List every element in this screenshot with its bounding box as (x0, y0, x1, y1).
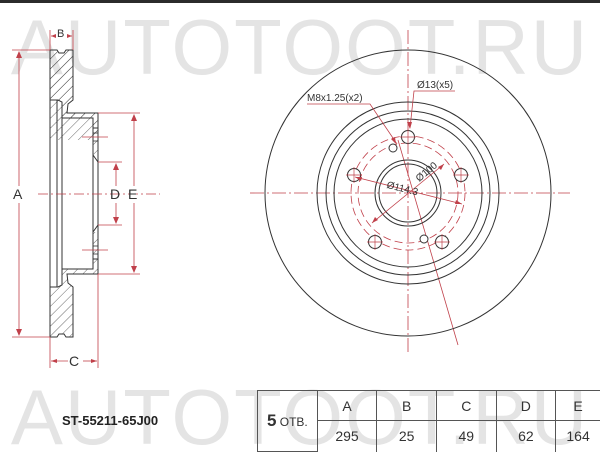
header-b: B (376, 389, 437, 422)
bolt-holes (346, 129, 469, 250)
label-b: B (57, 28, 65, 40)
holes-count: 5 (266, 411, 277, 430)
dimension-c (49, 274, 99, 368)
header-e: E (555, 389, 600, 422)
side-profile-view (12, 30, 160, 368)
label-e: E (128, 186, 138, 202)
dimension-e (98, 112, 140, 275)
label-c: C (69, 353, 80, 369)
header-c: C (435, 389, 497, 422)
dimension-b (49, 30, 74, 50)
value-e: 164 (555, 420, 600, 452)
front-view (250, 30, 570, 355)
header-a: A (316, 389, 378, 422)
thread-holes (388, 143, 429, 244)
header-d: D (495, 389, 557, 422)
bolt-hole-label: Ø13(x5) (417, 80, 454, 91)
holes-suffix: ОТВ. (279, 415, 308, 429)
value-a: 295 (316, 420, 378, 452)
dimension-a (12, 49, 50, 338)
spec-table: 5 ОТВ. A B C D E 295 25 49 62 164 (257, 389, 600, 452)
top-border (0, 0, 600, 3)
holes-count-cell: 5 ОТВ. (257, 390, 318, 452)
value-b: 25 (376, 420, 437, 452)
value-c: 49 (435, 420, 497, 452)
brake-disc-drawing (12, 30, 570, 368)
part-number: ST-55211-65J00 (62, 413, 159, 428)
thread-hole-label: M8x1.25(x2) (307, 93, 363, 104)
dimension-d (98, 161, 122, 226)
label-a: A (13, 186, 23, 202)
value-d: 62 (495, 420, 557, 452)
watermark-top: AUTOTOOT.RU (10, 3, 590, 91)
label-d: D (110, 186, 121, 202)
